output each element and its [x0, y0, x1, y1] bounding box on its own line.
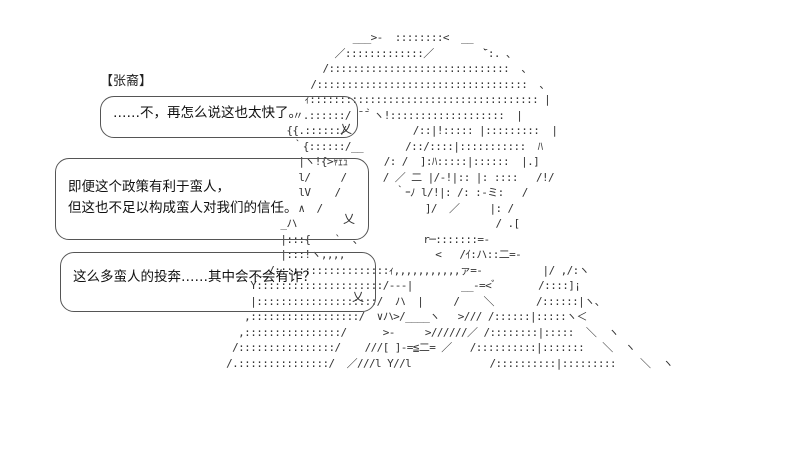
- bubble-1-tail-icon: 乂: [340, 122, 353, 136]
- ascii-art-figure: ___>- ::::::::< __ ／:::::::::::::／ ̄`:. …: [226, 31, 673, 370]
- bubble-2-line-1: 即便这个政策有利于蛮人，: [68, 179, 230, 195]
- speech-bubble-3: 这么多蛮人的投奔……其中会不会有诈？: [60, 252, 376, 312]
- bubble-2-tail-icon: 乂: [343, 212, 356, 226]
- bubble-3-tail-icon: 乂: [352, 290, 365, 304]
- speech-bubble-2: 即便这个政策有利于蛮人， 但这也不足以构成蛮人对我们的信任。: [55, 158, 369, 240]
- speaker-label: 【张裔】: [100, 74, 153, 89]
- bubble-2-line-2: 但这也不足以构成蛮人对我们的信任。: [68, 200, 298, 216]
- speech-bubble-1: ……不，再怎么说这也太快了。: [100, 96, 358, 138]
- bubble-3-line-1: 这么多蛮人的投奔……其中会不会有诈？: [73, 269, 316, 285]
- bubble-1-line-1: ……不，再怎么说这也太快了。: [113, 105, 302, 121]
